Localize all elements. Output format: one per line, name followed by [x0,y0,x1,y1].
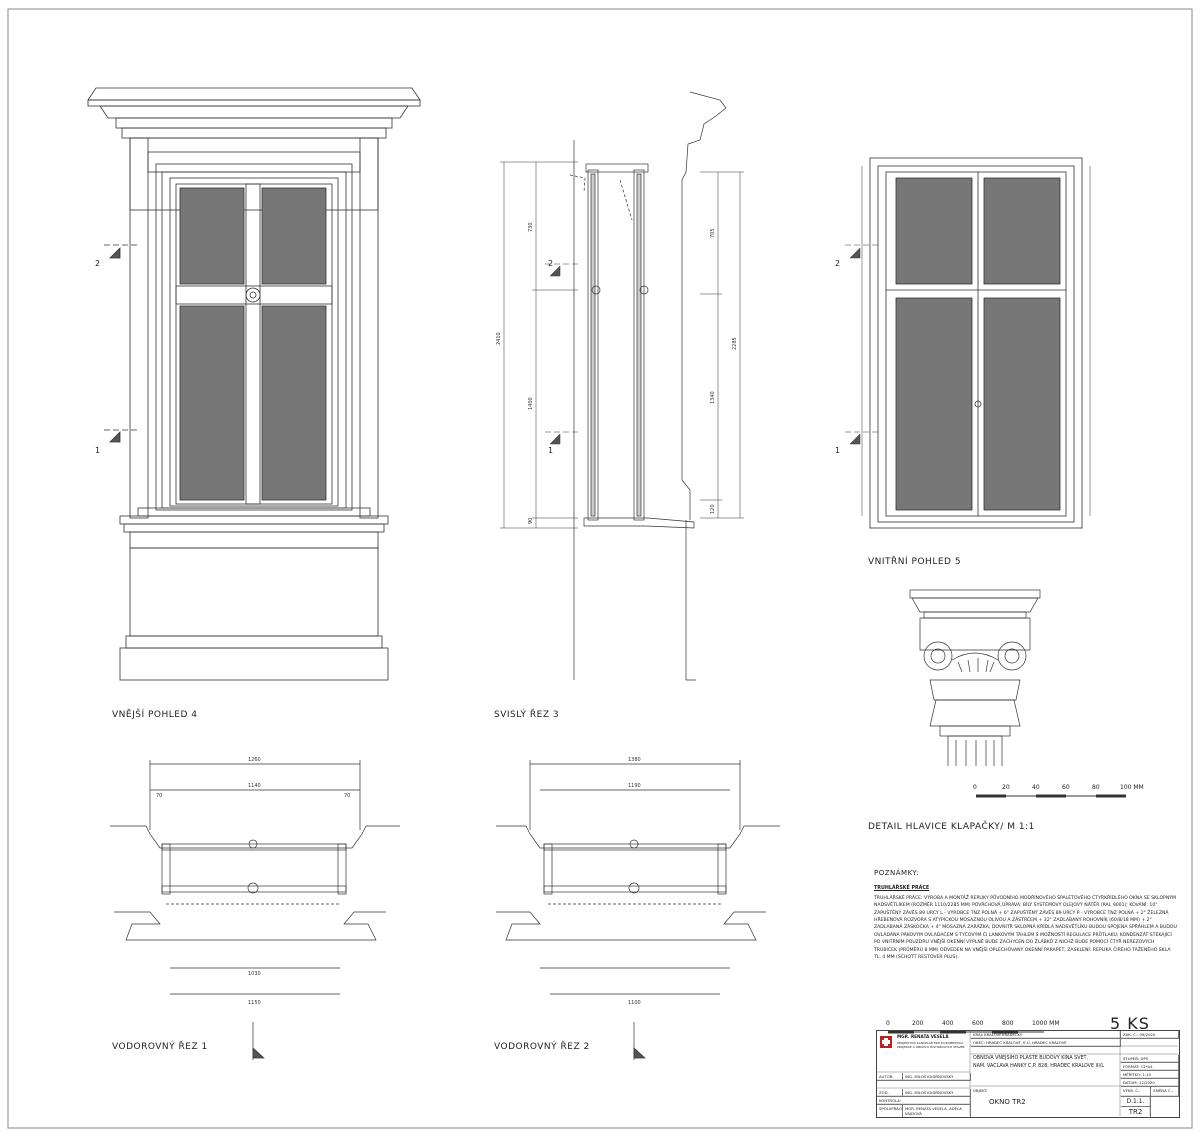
tb-format: FORMÁT: 12*A4 [1121,1063,1179,1071]
dim-sv-total: 2410 [496,332,502,345]
tb-zak: ZAK. Č.: 09/2020 [1121,1031,1179,1039]
vertical-section-dims [500,161,744,529]
vertical-section-drawing [569,91,727,681]
dim-sv-a: 730 [528,222,534,232]
horizontal-section-1-drawing [110,760,400,1060]
small-scale-80: 80 [1092,784,1100,791]
interior-view-drawing [869,157,1083,529]
tb-object-label: OBJEKT: [973,1088,988,1093]
tb-resp-label: ZOD. PROJ.: [877,1089,903,1097]
hs1-dim-total-b: 1150 [248,1000,261,1006]
marker-2-sv: 2 [548,259,554,268]
marker-1-ext: 1 [95,446,101,455]
label-horizontal-section-1: VODOROVNÝ ŘEZ 1 [112,1042,208,1052]
tb-date: DATUM: 12/2020 [1121,1079,1179,1087]
hs2-dim-total: 1380 [628,757,641,763]
large-scale-400: 400 [942,1020,954,1027]
large-scale-200: 200 [912,1020,924,1027]
label-interior-view: VNITŘNÍ POHLED 5 [868,557,962,567]
title-block: MGR. RENATA VESELÁ PROJEKTOVÁ KANCELÁŘ P… [876,1030,1180,1118]
label-exterior-view: VNĚJŠÍ POHLED 4 [112,710,198,720]
tb-sheet: TR2 [1121,1107,1151,1117]
marker-1-int: 1 [835,446,841,455]
tb-author-label: AUTOR: [877,1073,903,1081]
marker-2-ext: 2 [95,259,101,268]
label-vertical-section: SVISLÝ ŘEZ 3 [494,710,560,720]
large-scale-1000: 1000 MM [1032,1020,1060,1027]
large-scale-800: 800 [1002,1020,1014,1027]
hs1-dim-side-r: 70 [344,793,350,799]
notes-title: POZNÁMKY: [874,869,920,877]
tb-project-2: NÁM. VÁCLAVA HANKY Č.P. 828, HRADEC KRÁL… [973,1064,1105,1069]
hs1-dim-inner: 1140 [248,783,261,789]
exterior-view-drawing [87,87,421,681]
hs2-dim-bottom: 1100 [628,1000,641,1006]
exterior-section-markers [104,244,140,443]
tb-check-label: KONTROLA: [877,1097,971,1105]
small-scale-40: 40 [1032,784,1040,791]
notes-body: TRUHLÁŘSKÉ PRÁCE: VÝROBA A MONTÁŽ REPLIK… [874,895,1177,961]
large-scale-600: 600 [972,1020,984,1027]
tb-kraj: KRAJ: KRÁLOVÉHRADECKÝ [971,1031,1121,1039]
tb-drawing-no-label: VÝKR. Č.: [1121,1087,1151,1097]
dim-sv-right: 2285 [732,337,738,350]
horizontal-section-2-drawing [496,760,780,1060]
tb-scale: MĚŘÍTKO: 1:15 [1121,1071,1179,1079]
tb-firm-sub: PROJEKTOVÁ KANCELÁŘ PRO DOKUMENTACI, PRO… [897,1041,965,1049]
tb-coop-label: SPOLUPRÁCE: [877,1105,903,1117]
tb-project: OBNOVA VNĚJŠÍHO PLÁŠTĚ BUDOVY KINA SVĚT, [973,1056,1088,1061]
hs1-dim-inner-b: 1030 [248,971,261,977]
tb-stage: STUPEŇ: DPS [1121,1055,1179,1063]
notes-block: POZNÁMKY: TRUHLÁŘSKÉ PRÁCE TRUHLÁŘSKÉ PR… [874,869,1178,961]
dim-sv-r3: 120 [710,504,716,514]
label-capital-detail: DETAIL HLAVICE KLAPAČKY/ M 1:1 [868,822,1035,832]
hs1-dim-total: 1260 [248,757,261,763]
marker-2-int: 2 [835,259,841,268]
dim-sv-r2: 1340 [710,391,716,404]
label-horizontal-section-2: VODOROVNÝ ŘEZ 2 [494,1042,590,1052]
hs1-dim-side-l: 70 [156,793,162,799]
tb-firm: MGR. RENATA VESELÁ [897,1034,949,1039]
interior-view-dims [845,166,1091,516]
quantity-label: 5 KS [1110,1014,1150,1033]
tb-obec: OBEC: HRADEC KRÁLOVÉ, K.Ú. HRADEC KRÁLOV… [971,1039,1121,1047]
small-scale-100: 100 MM [1120,784,1144,791]
small-scale-0: 0 [973,784,977,791]
small-scale-60: 60 [1062,784,1070,791]
hs2-dim-inner: 1190 [628,783,641,789]
tb-drawing-no: D.1.1. [1121,1097,1151,1107]
capital-detail-drawing [909,589,1041,766]
tb-object: OKNO TR2 [989,1098,1026,1106]
tb-resp: ING. MILOŠ KUDRNOVSKÝ [903,1089,971,1097]
dim-sv-r1: 705 [710,228,716,238]
tb-change-label: ZMĚNA Č.: [1151,1087,1179,1097]
tb-author: ING. MILOŠ KUDRNOVSKÝ [903,1073,971,1081]
large-scale-0: 0 [886,1020,890,1027]
dim-sv-c: 90 [528,518,534,524]
marker-1-sv: 1 [548,446,554,455]
firm-logo [880,1036,892,1048]
dim-sv-b: 1400 [528,397,534,410]
notes-subtitle: TRUHLÁŘSKÉ PRÁCE [874,886,930,892]
tb-coop: MGR. RENATA VESELÁ, ADÉLA VAJDOVÁ [903,1105,971,1117]
small-scale-20: 20 [1002,784,1010,791]
